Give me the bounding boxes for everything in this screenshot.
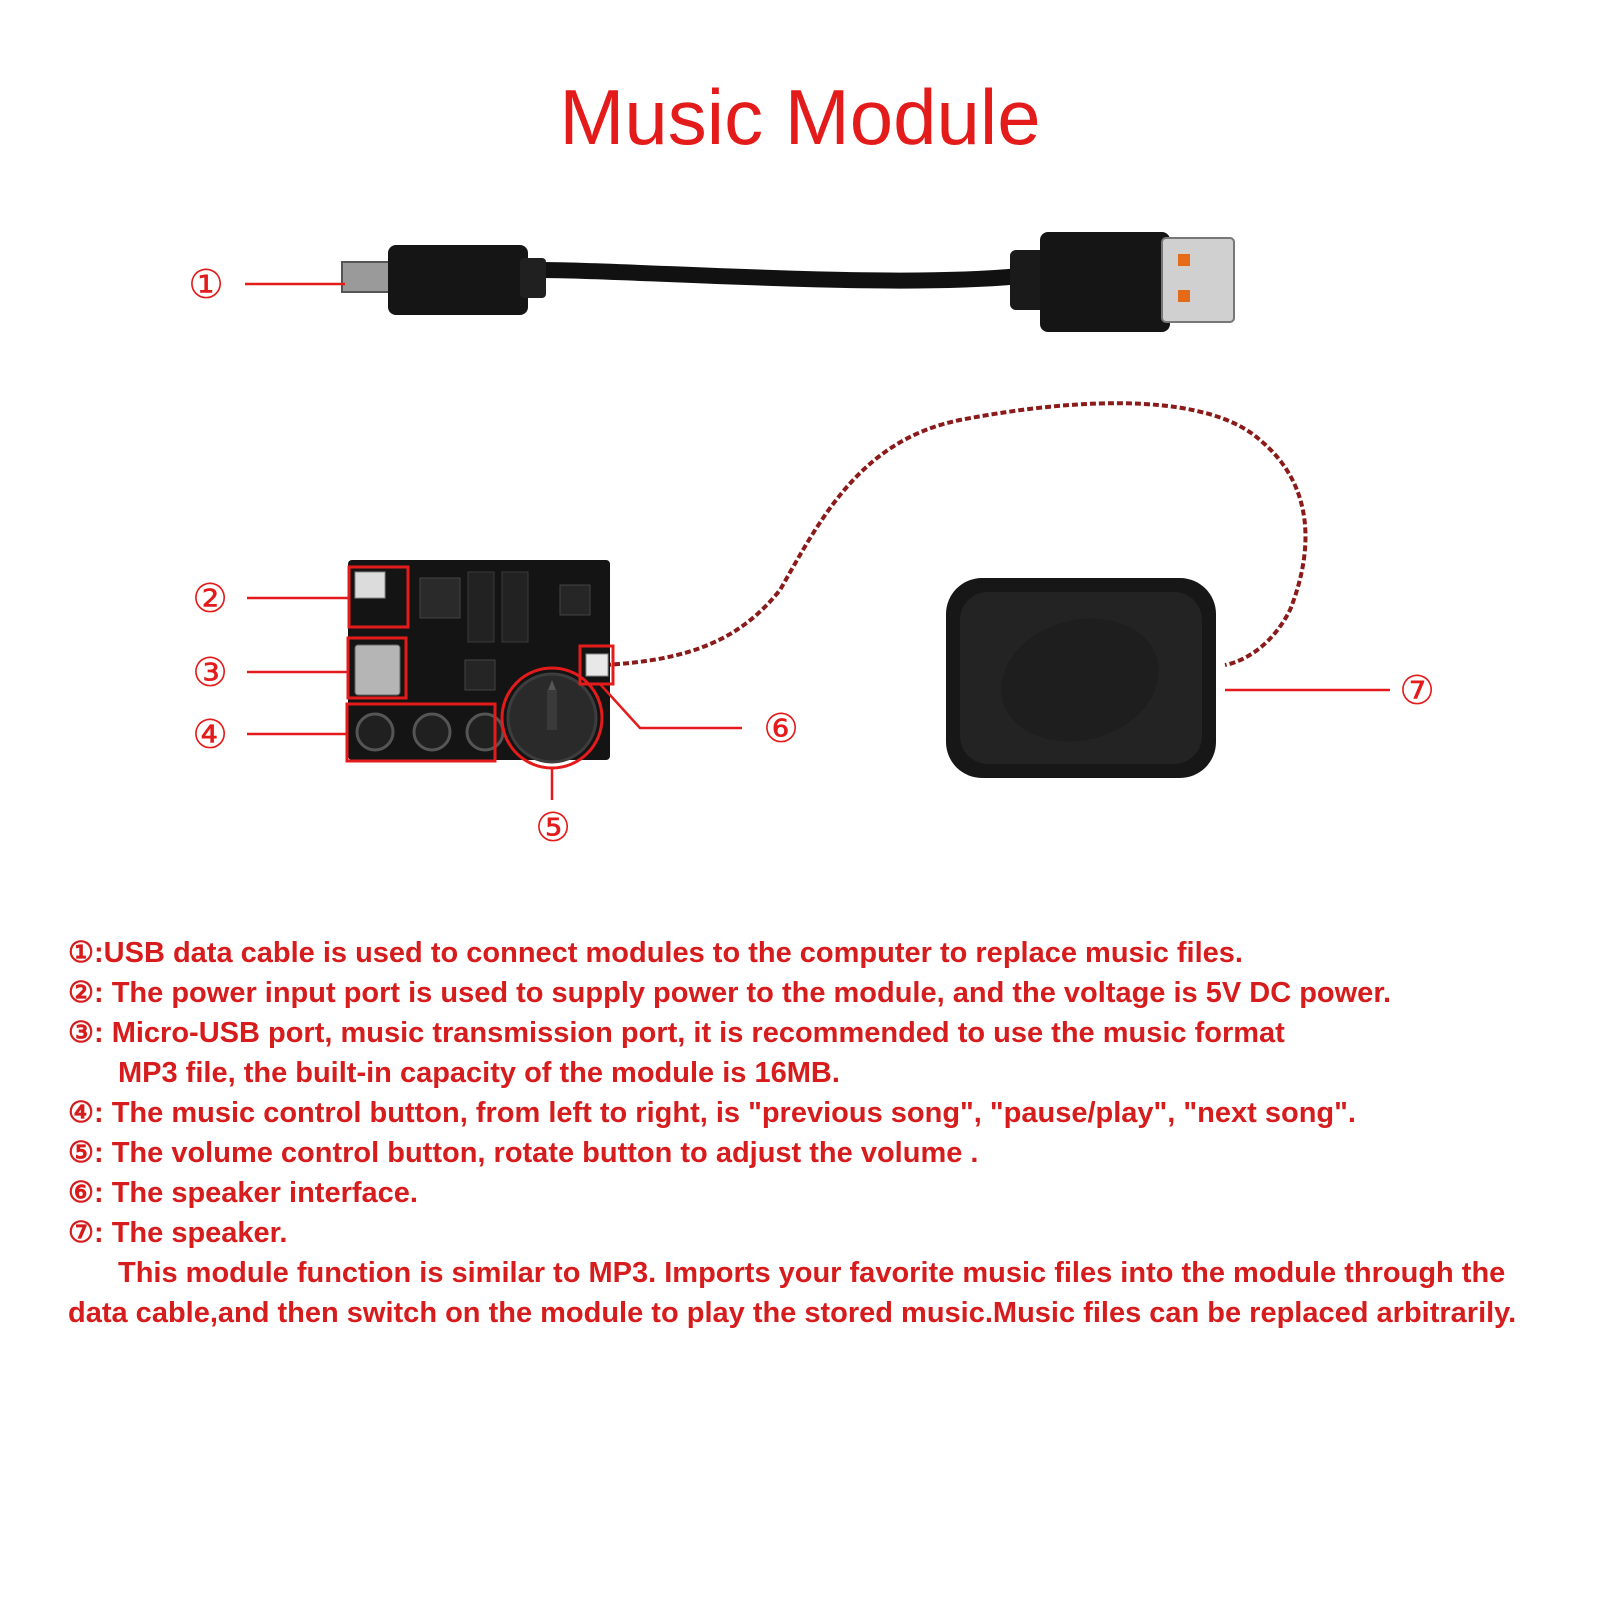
callout-1: ①: [188, 262, 224, 308]
callout-6: ⑥: [763, 706, 799, 752]
desc-item-4: ④: The music control button, from left t…: [68, 1097, 1356, 1129]
desc-item-7: ⑦: The speaker.: [68, 1217, 288, 1249]
page-title: Music Module: [559, 73, 1041, 161]
callout-labels: ① ② ③ ④ ⑤ ⑥ ⑦: [188, 262, 1435, 851]
pcb-module: [348, 560, 610, 764]
speaker: [946, 578, 1216, 778]
description-list: ①:USB data cable is used to connect modu…: [68, 933, 1548, 1333]
callout-5: ⑤: [535, 805, 571, 851]
desc-item-1: ①:USB data cable is used to connect modu…: [68, 937, 1243, 969]
product-diagram: ① ② ③ ④ ⑤ ⑥ ⑦: [188, 232, 1435, 851]
summary-paragraph: This module function is similar to MP3. …: [68, 1257, 1517, 1329]
desc-item-2: ②: The power input port is used to suppl…: [68, 977, 1392, 1009]
desc-item-6: ⑥: The speaker interface.: [68, 1177, 418, 1209]
desc-item-3: ③: Micro-USB port, music transmission po…: [68, 1017, 1285, 1049]
leader-lines: [245, 282, 1390, 800]
desc-item-3-continuation: MP3 file, the built-in capacity of the m…: [118, 1057, 840, 1089]
callout-2: ②: [192, 576, 228, 622]
callout-4: ④: [192, 712, 228, 758]
desc-item-5: ⑤: The volume control button, rotate but…: [68, 1137, 979, 1169]
callout-7: ⑦: [1399, 668, 1435, 714]
callout-3: ③: [192, 650, 228, 696]
usb-data-cable: [341, 232, 1235, 332]
speaker-wire: [604, 401, 1308, 667]
